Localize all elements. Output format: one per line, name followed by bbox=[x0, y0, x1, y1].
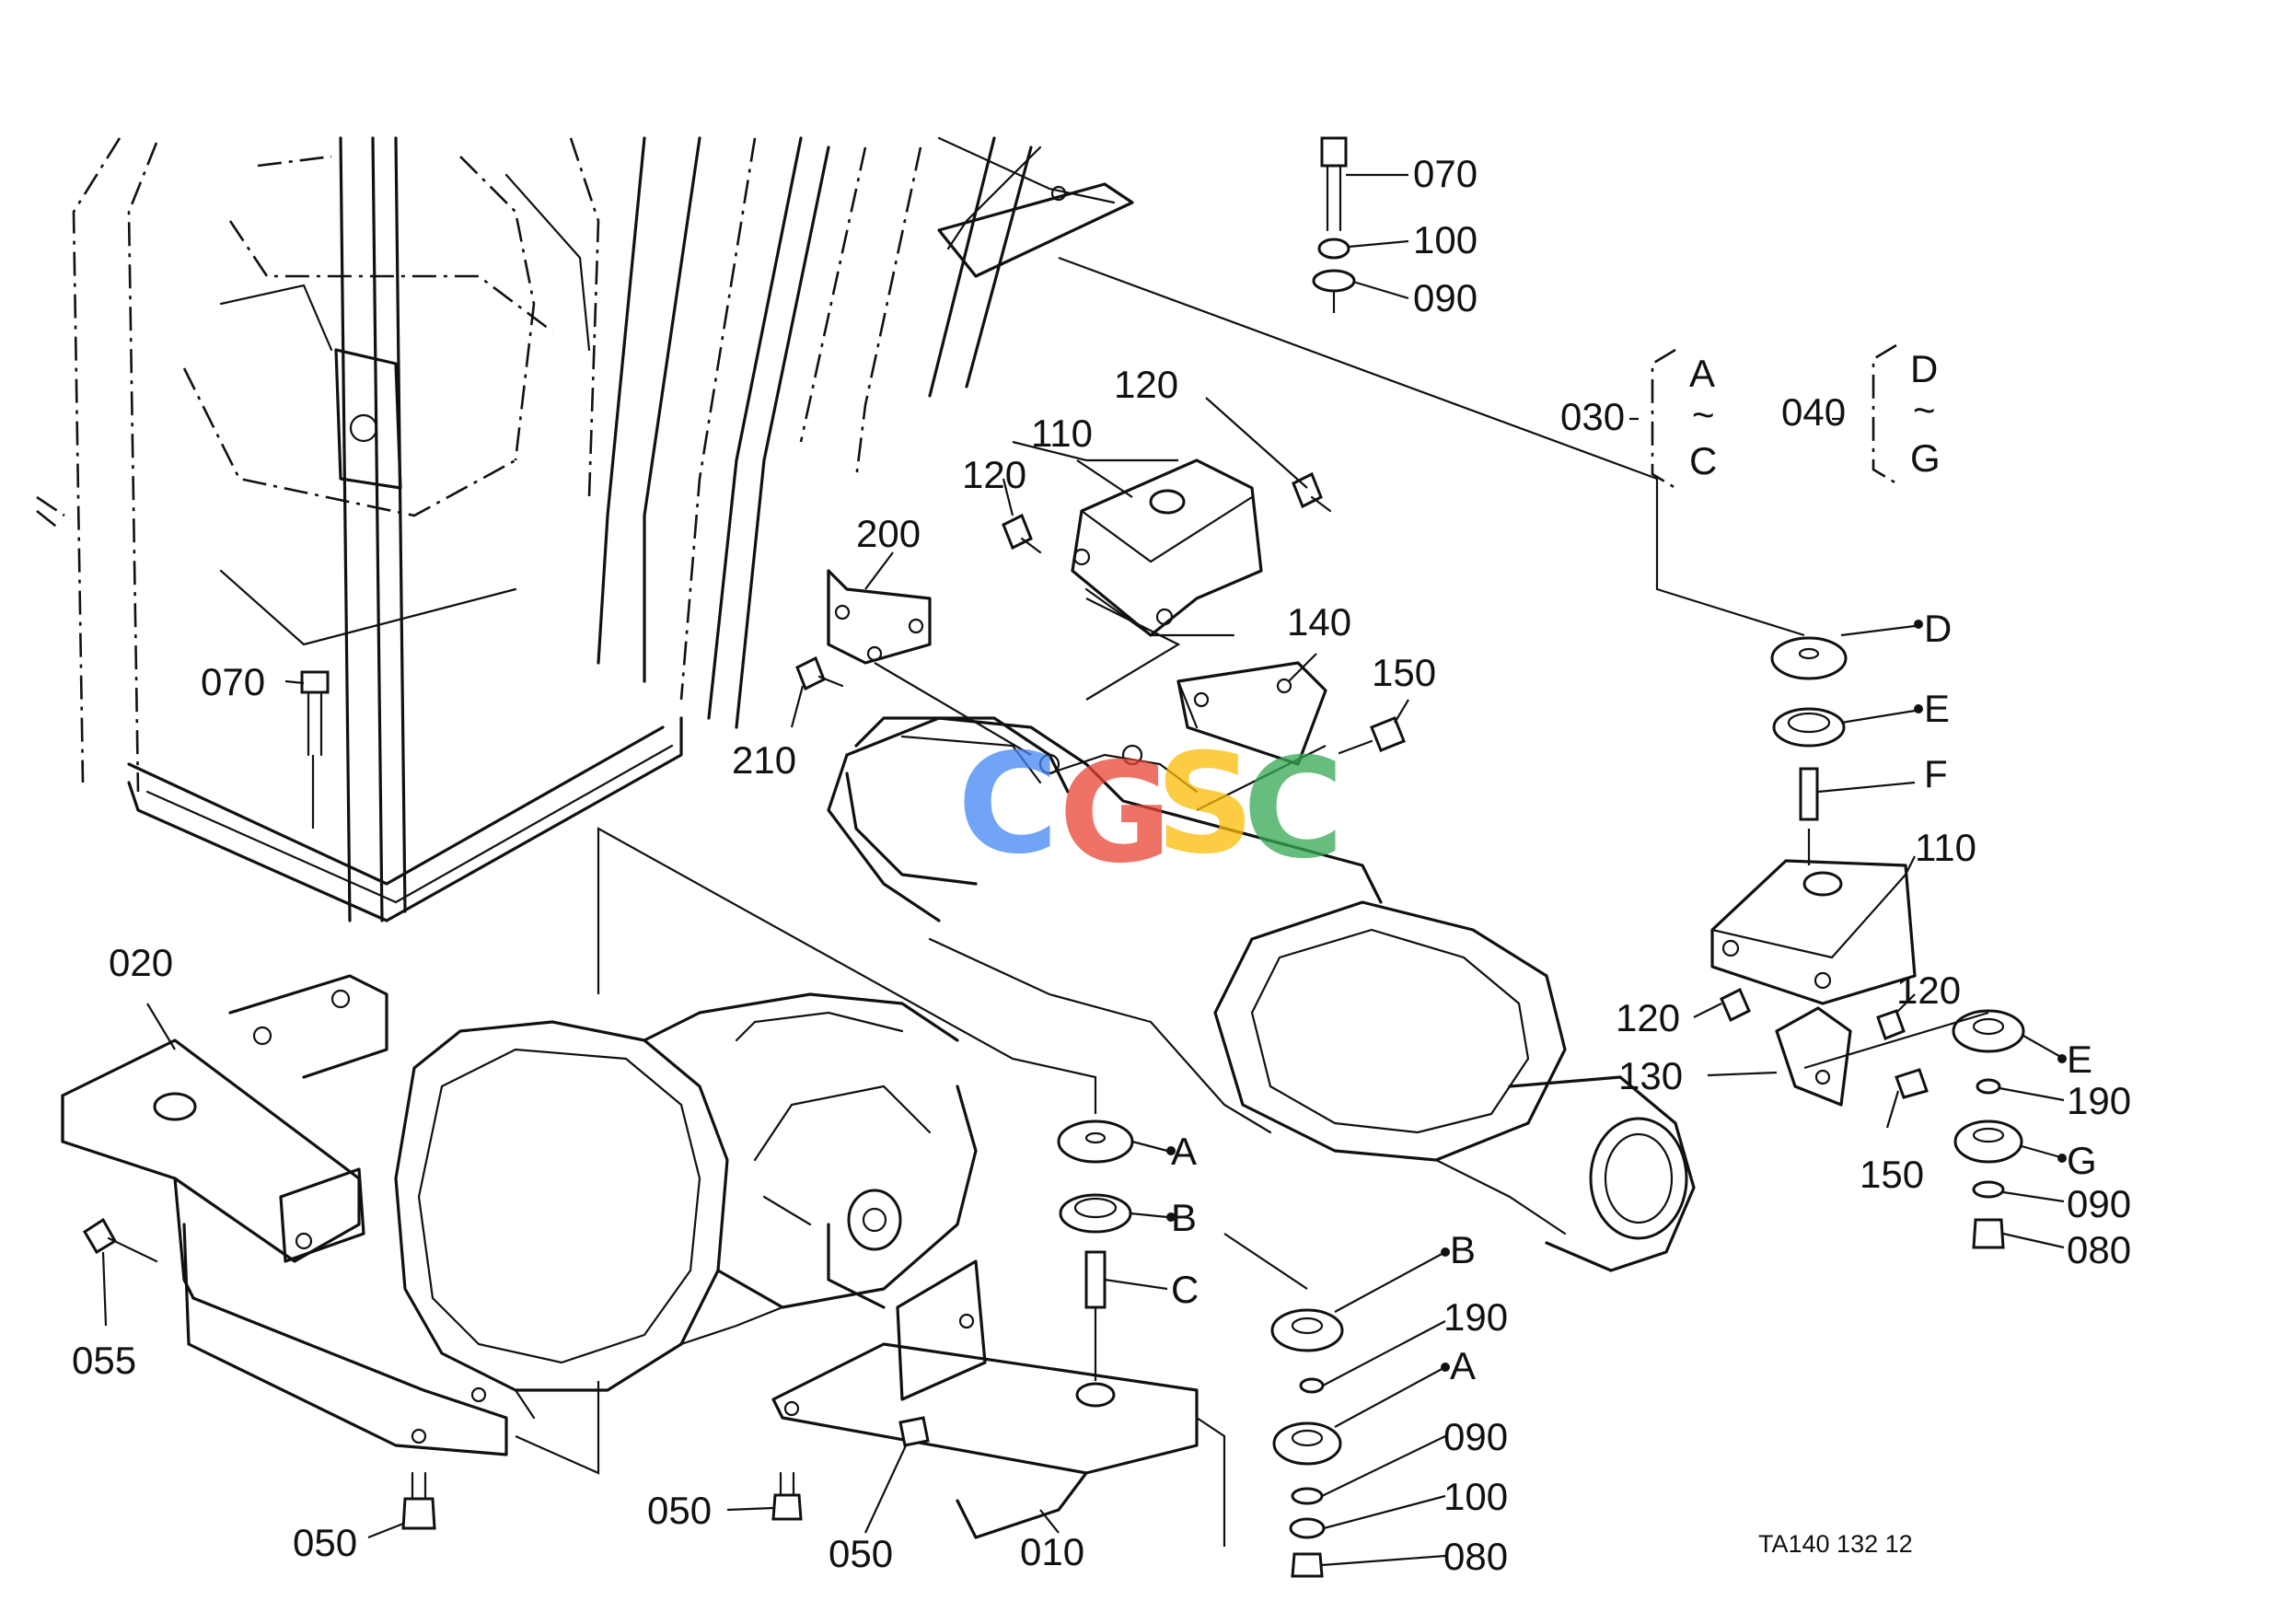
label-020: 020 bbox=[109, 941, 173, 984]
label-040-from: D bbox=[1910, 347, 1938, 390]
label-070-left: 070 bbox=[201, 660, 265, 703]
label-120-b: 120 bbox=[962, 453, 1026, 496]
label-210: 210 bbox=[732, 738, 796, 782]
label-F: F bbox=[1924, 752, 1948, 795]
label-150-a: 150 bbox=[1372, 651, 1436, 694]
part-labels: 070 100 090 120 110 120 200 140 150 210 … bbox=[72, 152, 2131, 1578]
watermark-letter-2: G bbox=[1059, 734, 1172, 894]
label-B-a: B bbox=[1171, 1196, 1197, 1239]
label-200: 200 bbox=[856, 512, 921, 555]
label-100-top: 100 bbox=[1413, 218, 1478, 261]
label-040-to: G bbox=[1910, 436, 1941, 480]
label-030: 030 bbox=[1560, 395, 1625, 438]
label-030-tilde: ~ bbox=[1692, 393, 1715, 436]
label-G: G bbox=[2067, 1139, 2097, 1182]
label-110-a: 110 bbox=[1031, 412, 1093, 455]
label-130: 130 bbox=[1618, 1054, 1683, 1097]
label-D: D bbox=[1924, 607, 1952, 650]
range-braces bbox=[1651, 343, 1897, 490]
bracket-020-drawing bbox=[61, 974, 508, 1456]
figure-reference: TA140 132 12 bbox=[1758, 1530, 1913, 1558]
watermark-letter-1: C bbox=[957, 725, 1059, 885]
label-030-from: A bbox=[1689, 352, 1715, 395]
bracket-010-drawing bbox=[771, 1259, 1199, 1539]
watermark-letter-3: S bbox=[1155, 725, 1255, 885]
watermark: C G S C bbox=[957, 725, 1344, 894]
label-120-c: 120 bbox=[1896, 969, 1961, 1012]
assembly-lines bbox=[311, 256, 1989, 1547]
label-040-tilde: ~ bbox=[1913, 389, 1936, 432]
bracket-140-drawing bbox=[1176, 661, 1327, 766]
label-030-to: C bbox=[1689, 439, 1717, 482]
label-150-b: 150 bbox=[1860, 1153, 1924, 1196]
leader-lines bbox=[101, 173, 2065, 1567]
label-A-a: A bbox=[1171, 1130, 1197, 1173]
label-E-a: E bbox=[1924, 687, 1950, 730]
label-110-b: 110 bbox=[1915, 826, 1976, 869]
label-A-b: A bbox=[1450, 1344, 1476, 1387]
label-070-top: 070 bbox=[1413, 152, 1478, 195]
label-050-b: 050 bbox=[647, 1489, 712, 1532]
label-055: 055 bbox=[72, 1339, 136, 1382]
label-080-b: 080 bbox=[1443, 1535, 1508, 1578]
label-140: 140 bbox=[1287, 600, 1351, 644]
bracket-130-drawing bbox=[1775, 1006, 1852, 1107]
label-040: 040 bbox=[1781, 390, 1846, 434]
label-100-b: 100 bbox=[1443, 1475, 1508, 1518]
label-190-a: 190 bbox=[2067, 1079, 2131, 1122]
bracket-200-drawing bbox=[827, 569, 932, 665]
label-050-c: 050 bbox=[829, 1532, 893, 1575]
label-dots bbox=[1166, 620, 2067, 1372]
bracket-110-upper-drawing bbox=[1071, 458, 1263, 637]
label-120-d: 120 bbox=[1616, 996, 1680, 1039]
starter-motor-drawing bbox=[845, 716, 1199, 886]
label-080-a: 080 bbox=[2067, 1228, 2131, 1271]
label-090-c: 090 bbox=[1443, 1415, 1508, 1458]
cab-frame-drawing bbox=[36, 136, 1134, 922]
label-090-top: 090 bbox=[1413, 276, 1478, 319]
label-010: 010 bbox=[1020, 1530, 1084, 1573]
label-120-a: 120 bbox=[1114, 363, 1178, 406]
label-190-b: 190 bbox=[1443, 1295, 1508, 1339]
label-C: C bbox=[1171, 1268, 1199, 1311]
label-090-b: 090 bbox=[2067, 1182, 2131, 1225]
label-B-b: B bbox=[1450, 1228, 1476, 1271]
label-050-a: 050 bbox=[293, 1521, 357, 1564]
watermark-letter-4: C bbox=[1243, 729, 1344, 889]
bracket-110-right-drawing bbox=[1710, 859, 1917, 1005]
transmission-drawing bbox=[394, 992, 978, 1420]
label-E-b: E bbox=[2067, 1038, 2092, 1081]
